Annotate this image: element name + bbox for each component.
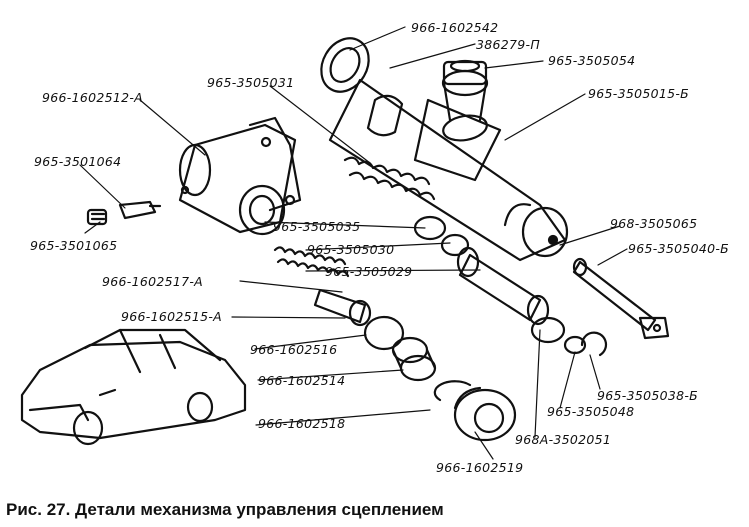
label-part-2: 386279-П — [476, 37, 541, 52]
label-part-21: 965-3505048 — [547, 404, 635, 419]
label-part-20: 965-3505038-Б — [597, 388, 699, 403]
label-part-9: 965-3505035 — [273, 219, 361, 234]
label-part-16: 966-1602516 — [250, 342, 338, 357]
label-part-10: 965-3505030 — [307, 242, 395, 257]
label-part-14: 966-1602517-А — [102, 274, 204, 289]
circlip — [433, 380, 472, 402]
label-part-8: 965-3501065 — [30, 238, 118, 253]
figure-caption: Рис. 27. Детали механизма управления сце… — [6, 500, 444, 519]
cup-2 — [440, 233, 470, 257]
seal-ring-1 — [530, 316, 566, 344]
spring-upper — [343, 156, 436, 201]
label-part-17: 966-1602514 — [258, 373, 346, 388]
label-part-13: 965-3505040-Б — [628, 241, 730, 256]
spring-lower — [273, 246, 350, 278]
label-part-18: 966-1602518 — [258, 416, 346, 431]
label-part-4: 965-3505015-Б — [588, 86, 690, 101]
cylinder-body — [320, 37, 569, 262]
label-part-12: 968-3505065 — [610, 216, 698, 231]
label-part-7: 965-3501064 — [34, 154, 122, 169]
seal-ring-2 — [563, 335, 587, 355]
slave-pushrod — [313, 288, 372, 327]
label-part-3: 965-3505054 — [548, 53, 636, 68]
dust-boot — [453, 386, 517, 442]
label-part-22: 968А-3502051 — [515, 432, 612, 447]
label-part-1: 966-1602542 — [411, 20, 499, 35]
piston — [456, 246, 550, 326]
label-part-5: 965-3505031 — [207, 75, 295, 90]
slave-piston — [363, 315, 405, 351]
pushrod — [572, 257, 670, 340]
car-illustration — [20, 328, 247, 446]
cup-1 — [413, 215, 447, 241]
bush — [391, 336, 437, 382]
bleeder-parts — [86, 200, 162, 226]
retaining-ring — [580, 331, 608, 357]
label-part-19: 966-1602519 — [436, 460, 524, 475]
label-part-6: 966-1602512-А — [42, 90, 144, 105]
label-part-11: 965-3505029 — [325, 264, 413, 279]
label-part-15: 966-1602515-А — [121, 309, 223, 324]
slave-cylinder — [178, 116, 302, 236]
